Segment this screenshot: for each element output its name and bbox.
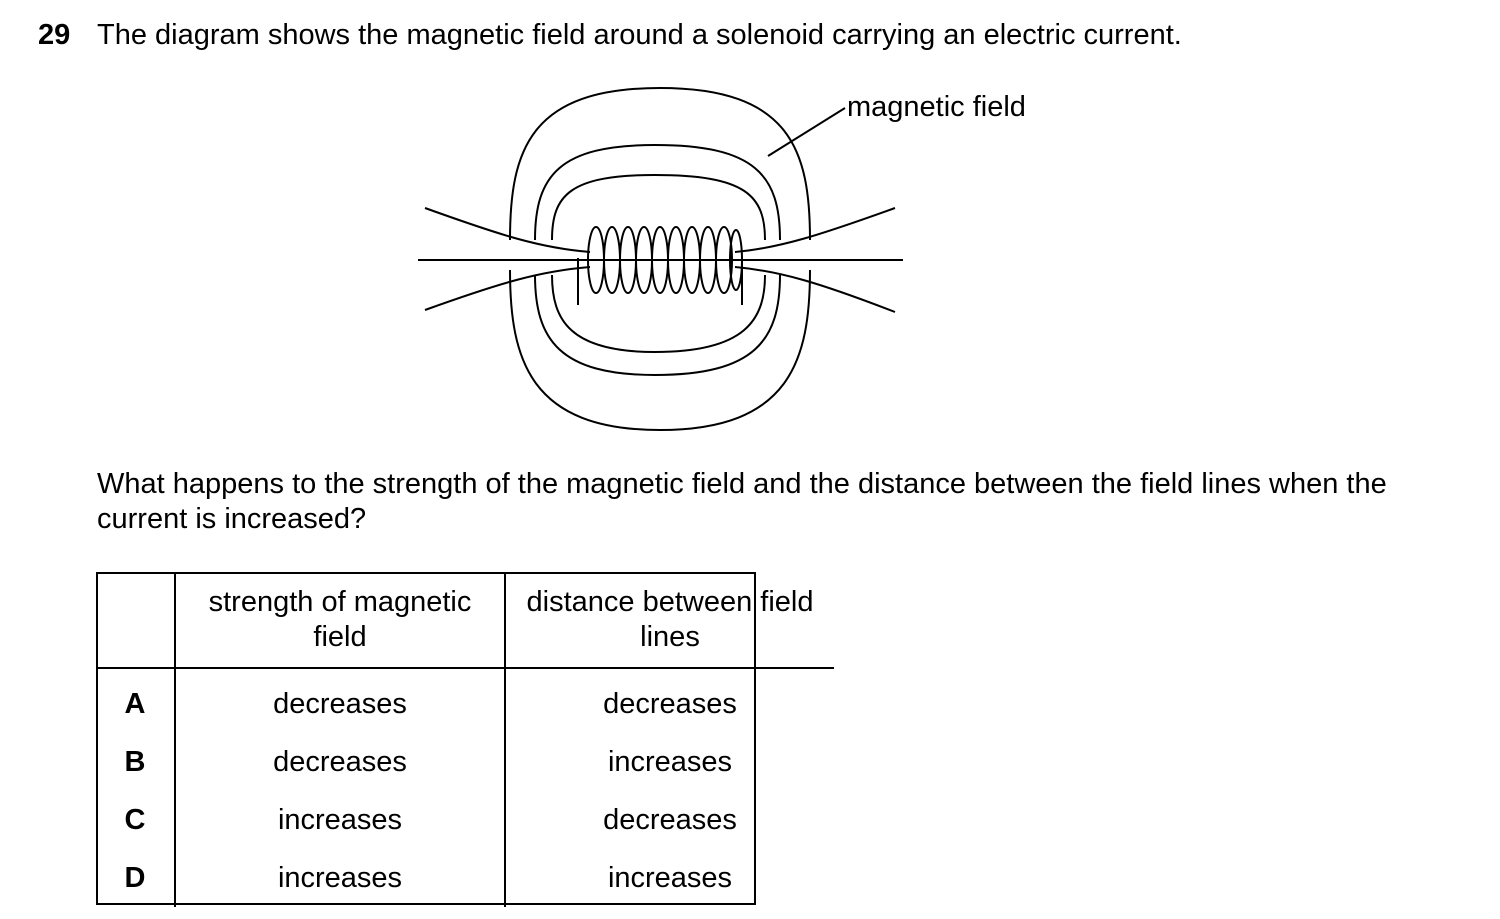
- field-line-inner-top: [551, 173, 766, 241]
- field-line-outer-top: [509, 86, 811, 241]
- option-key: D: [96, 849, 176, 907]
- question-number: 29: [38, 19, 71, 51]
- option-row-b[interactable]: B decreases increases: [96, 733, 834, 791]
- options-table-header: strength of magnetic field distance betw…: [96, 572, 834, 669]
- field-line-inner-bottom: [551, 274, 766, 354]
- option-key: A: [96, 668, 176, 733]
- option-distance: increases: [607, 861, 733, 894]
- field-line-middle-bottom: [534, 274, 781, 377]
- option-strength: increases: [175, 791, 506, 849]
- option-distance: increases: [607, 745, 733, 778]
- option-row-a[interactable]: A decreases decreases: [96, 668, 834, 733]
- solenoid-coil: [587, 226, 743, 294]
- option-key: B: [96, 733, 176, 791]
- question-stem: The diagram shows the magnetic field aro…: [97, 19, 1182, 51]
- label-leader-line: [767, 107, 846, 157]
- option-row-c[interactable]: C increases decreases: [96, 791, 834, 849]
- options-table: strength of magnetic field distance betw…: [96, 572, 834, 907]
- option-key: C: [96, 791, 176, 849]
- option-row-d[interactable]: D increases increases: [96, 849, 834, 907]
- field-line-right-lower: [734, 266, 896, 313]
- question-prompt: What happens to the strength of the magn…: [97, 468, 1387, 535]
- option-distance: decreases: [603, 803, 737, 836]
- option-strength: decreases: [175, 733, 506, 791]
- field-line-left-lower: [424, 266, 591, 311]
- option-strength: increases: [175, 849, 506, 907]
- field-line-middle-top: [534, 143, 781, 241]
- field-line-left-upper: [424, 207, 591, 253]
- solenoid-diagram: [418, 86, 903, 432]
- header-key: [96, 572, 176, 669]
- option-strength: decreases: [175, 668, 506, 733]
- field-line-right-upper: [734, 207, 896, 253]
- option-distance: decreases: [603, 687, 737, 720]
- header-strength: strength of magnetic field: [175, 572, 506, 669]
- header-distance: distance between field lines: [505, 572, 834, 669]
- field-line-outer-bottom: [509, 269, 811, 432]
- magnetic-field-label: magnetic field: [847, 91, 1026, 123]
